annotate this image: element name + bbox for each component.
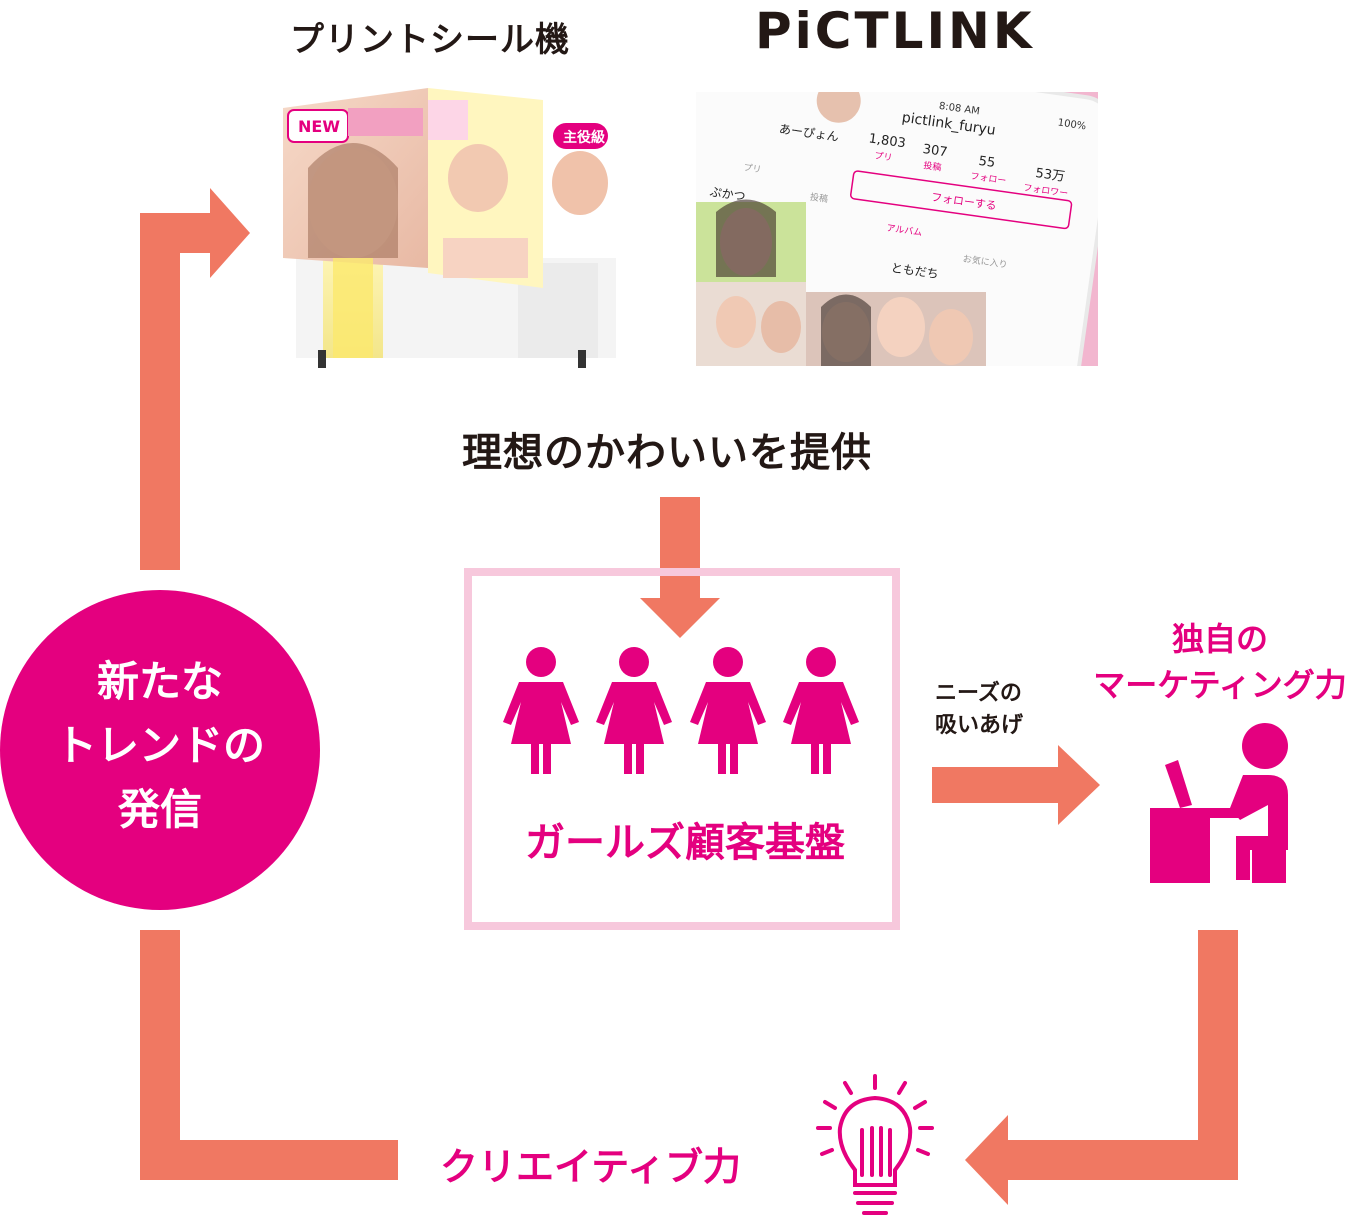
marketing-label: 独自の マーケティング力 xyxy=(1075,616,1365,708)
machine-label: プリントシール機 xyxy=(290,20,570,60)
trend-line-1: 新たな xyxy=(96,657,223,706)
app-stat-2-label: 投稿 xyxy=(923,159,943,173)
customer-base-label: ガールズ顧客基盤 xyxy=(525,820,845,866)
app-screen-illustration: 8:08 AM 100% pictlink_furyu あーぴょん 1,803 … xyxy=(696,92,1098,366)
trend-circle xyxy=(0,590,320,910)
app-section-1: ぷかつ xyxy=(709,185,747,204)
trend-line-3: 発信 xyxy=(117,785,202,834)
machine-illustration: NEW 主役級 xyxy=(283,88,618,368)
app-section-2: ともだち xyxy=(890,261,939,282)
app-stat-2-value: 307 xyxy=(922,142,949,160)
marketing-line-2: マーケティング力 xyxy=(1093,666,1347,704)
arrow-to-creative xyxy=(965,930,1238,1205)
pictlink-logo: PiCTLINK xyxy=(755,2,1035,60)
creative-label: クリエイティブ力 xyxy=(440,1145,741,1189)
needs-line-1: ニーズの xyxy=(935,681,1022,706)
machine-side-text: 主役級 xyxy=(563,129,605,146)
app-battery: 100% xyxy=(1057,118,1087,133)
provide-cuteness-label: 理想のかわいいを提供 xyxy=(462,430,872,476)
app-stat-1-label: プリ xyxy=(874,150,893,163)
trend-line-2: トレンドの xyxy=(54,721,265,770)
needs-label: ニーズの 吸いあげ xyxy=(935,678,1023,742)
arrow-to-machine xyxy=(140,188,250,570)
needs-line-2: 吸いあげ xyxy=(935,713,1024,738)
machine-sign-text: NEW xyxy=(298,117,340,136)
print-sticker-machine-photo: NEW 主役級 xyxy=(278,88,634,370)
arrow-from-circle-down xyxy=(140,930,398,1180)
arrow-needs-right xyxy=(932,745,1100,825)
app-stat-3-value: 55 xyxy=(978,154,996,171)
app-stat-4-value: 53万 xyxy=(1034,166,1065,185)
app-stat-1-value: 1,803 xyxy=(868,131,907,151)
trend-circle-text: 新たな トレンドの 発信 xyxy=(0,650,320,842)
pictlink-app-photo: 8:08 AM 100% pictlink_furyu あーぴょん 1,803 … xyxy=(696,92,1098,366)
app-stat-3-label: フォロー xyxy=(970,172,1007,187)
customer-base-box xyxy=(464,568,900,930)
app-tab-1: プリ xyxy=(743,162,762,175)
app-tab-2: 投稿 xyxy=(809,191,829,205)
arrow-provide-down xyxy=(640,497,720,638)
marketing-line-1: 独自の xyxy=(1171,620,1268,658)
app-tab-3: アルバム xyxy=(886,223,923,239)
